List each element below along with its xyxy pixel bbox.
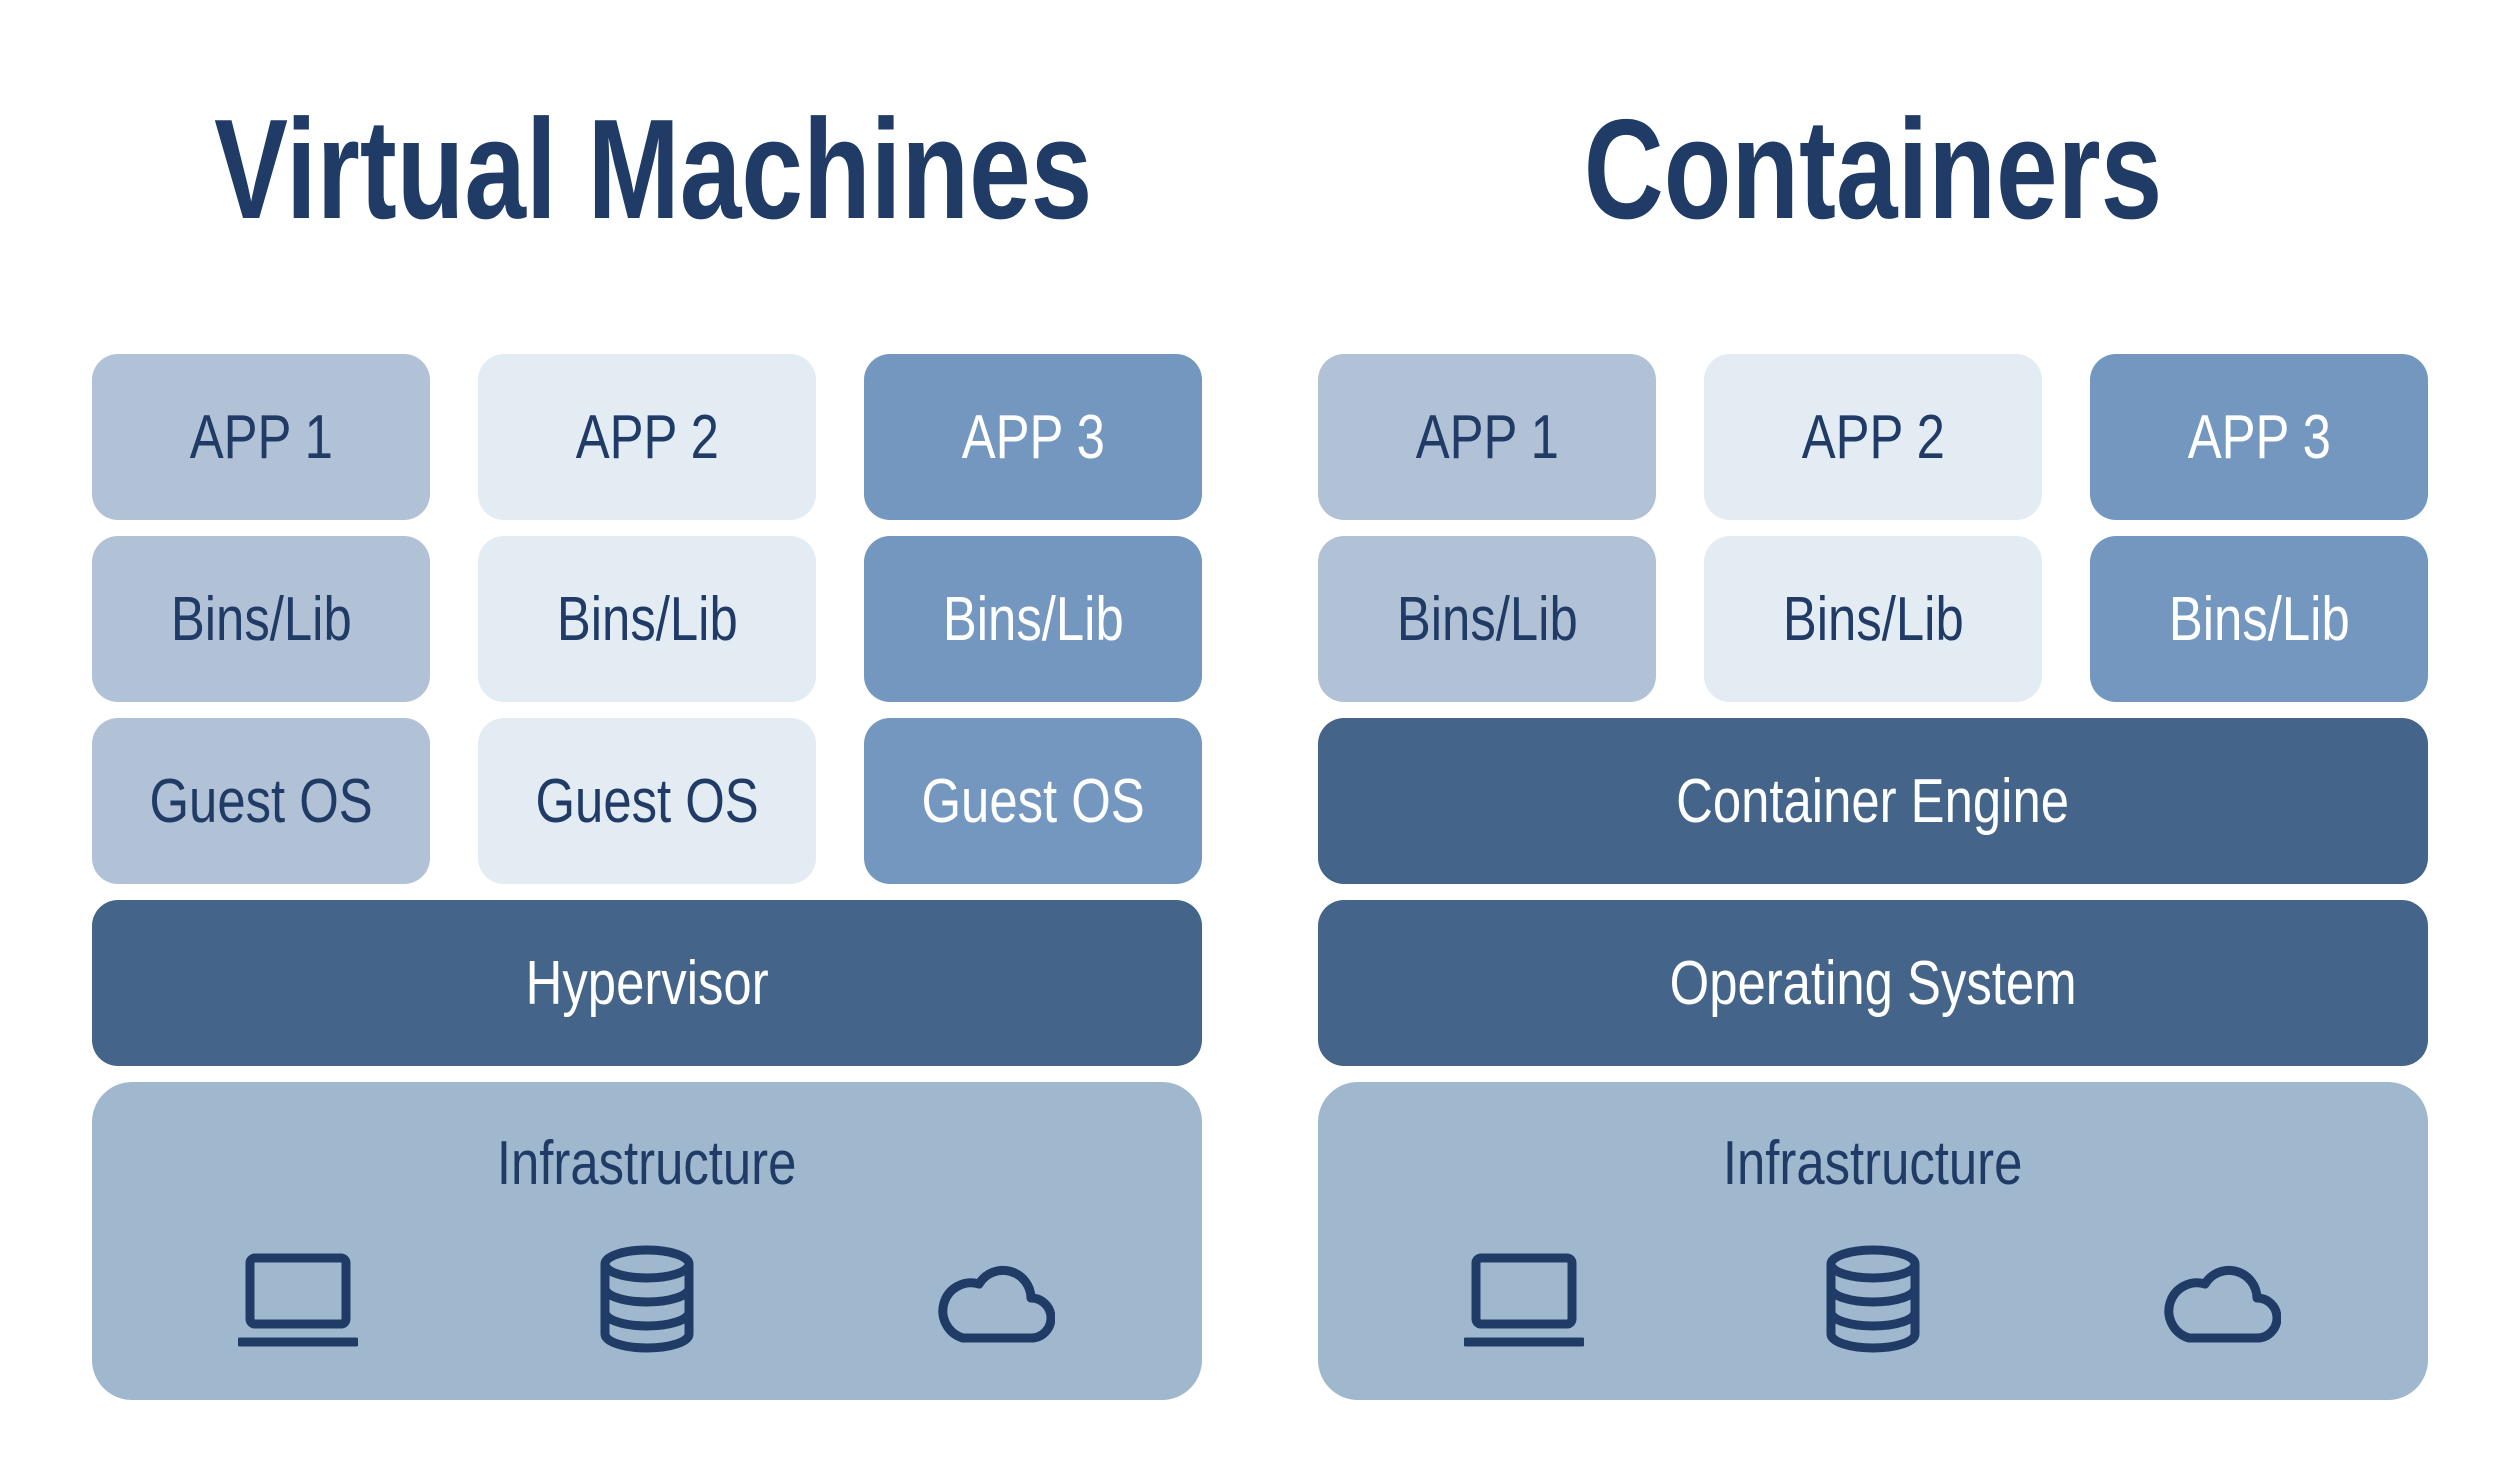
ct-bins-lib-1: Bins/Lib: [1318, 536, 1656, 702]
vm-guest-os-2-label: Guest OS: [535, 766, 759, 836]
vm-guest-os-1: Guest OS: [92, 718, 430, 884]
vm-bins-lib-1-label: Bins/Lib: [170, 584, 352, 654]
ct-bins-lib-3: Bins/Lib: [2090, 536, 2428, 702]
vm-title: Virtual Machines: [214, 90, 1093, 249]
ct-bins-lib-2-label: Bins/Lib: [1782, 584, 1964, 654]
ct-app-2-label: APP 2: [1801, 402, 1945, 472]
vm-bins-lib-2-label: Bins/Lib: [556, 584, 738, 654]
vm-guest-os-1-label: Guest OS: [149, 766, 373, 836]
vm-bins-lib-3-label: Bins/Lib: [942, 584, 1124, 654]
ct-container-engine-label: Container Engine: [1676, 766, 2070, 836]
vm-infrastructure: Infrastructure: [92, 1082, 1202, 1400]
vm-hypervisor-label: Hypervisor: [525, 948, 769, 1018]
ct-operating-system: Operating System: [1318, 900, 2428, 1066]
ct-bins-lib-2: Bins/Lib: [1704, 536, 2042, 702]
ct-app-1-label: APP 1: [1415, 402, 1559, 472]
ct-app-1: APP 1: [1318, 354, 1656, 520]
vm-app-2: APP 2: [478, 354, 816, 520]
ct-app-3-label: APP 3: [2187, 402, 2331, 472]
ct-infrastructure: Infrastructure: [1318, 1082, 2428, 1400]
database-icon: [587, 1244, 707, 1354]
cloud-icon: [935, 1244, 1055, 1354]
ct-bins-lib-3-label: Bins/Lib: [2168, 584, 2350, 654]
ct-container-engine: Container Engine: [1318, 718, 2428, 884]
laptop-icon: [1464, 1244, 1584, 1354]
ct-operating-system-label: Operating System: [1669, 948, 2077, 1018]
vm-guest-os-2: Guest OS: [478, 718, 816, 884]
vm-infrastructure-label-text: Infrastructure: [497, 1129, 797, 1198]
database-icon: [1813, 1244, 1933, 1354]
vm-app-3-label: APP 3: [961, 402, 1105, 472]
ct-bins-lib-1-label: Bins/Lib: [1396, 584, 1578, 654]
vm-app-2-label: APP 2: [575, 402, 719, 472]
vm-bins-lib-3: Bins/Lib: [864, 536, 1202, 702]
cloud-icon: [2161, 1244, 2281, 1354]
vm-app-1-label: APP 1: [189, 402, 333, 472]
ct-app-2: APP 2: [1704, 354, 2042, 520]
laptop-icon: [238, 1244, 358, 1354]
ct-infrastructure-label-text: Infrastructure: [1723, 1129, 2023, 1198]
vm-hypervisor: Hypervisor: [92, 900, 1202, 1066]
vm-infrastructure-label: Infrastructure: [92, 1124, 1202, 1204]
vm-app-3: APP 3: [864, 354, 1202, 520]
ct-infrastructure-label: Infrastructure: [1318, 1124, 2428, 1204]
ct-app-3: APP 3: [2090, 354, 2428, 520]
vm-bins-lib-1: Bins/Lib: [92, 536, 430, 702]
vm-guest-os-3: Guest OS: [864, 718, 1202, 884]
vm-app-1: APP 1: [92, 354, 430, 520]
containers-title: Containers: [1583, 90, 2163, 249]
vm-bins-lib-2: Bins/Lib: [478, 536, 816, 702]
vm-guest-os-3-label: Guest OS: [921, 766, 1145, 836]
